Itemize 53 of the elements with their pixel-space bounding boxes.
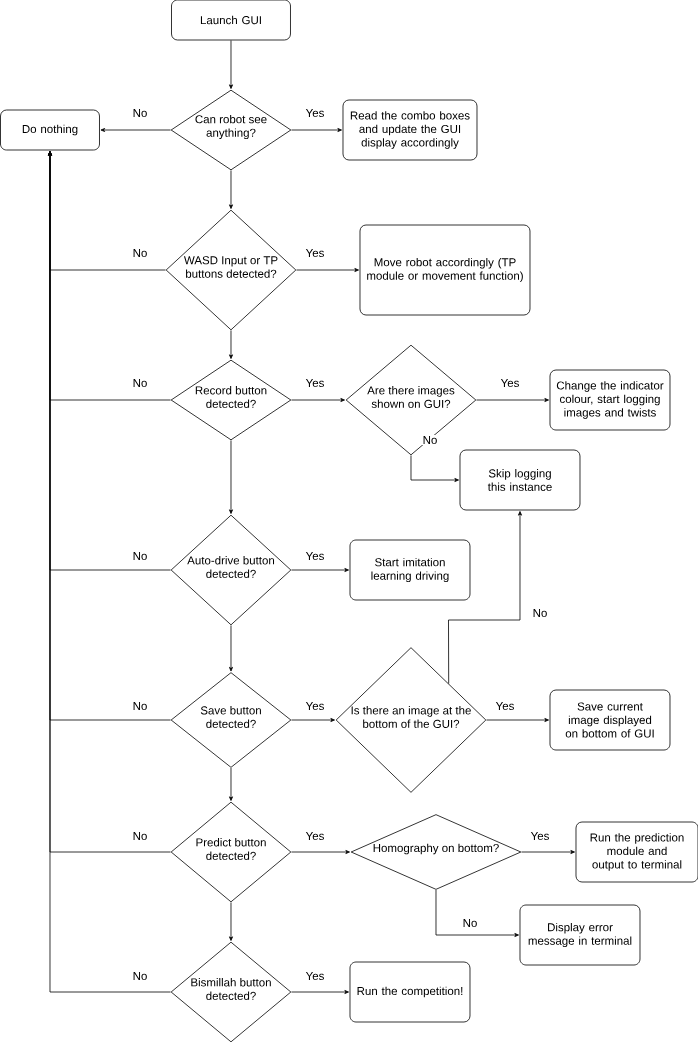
- edge-label: No: [131, 831, 149, 841]
- process-box: Launch GUI: [171, 0, 291, 41]
- arrow: [291, 718, 335, 722]
- arrow: [48, 151, 171, 993]
- arrow: [410, 455, 459, 482]
- process-box: Change the indicator colour, start logging images and twists: [549, 369, 671, 431]
- process-box: Display error message in terminal: [519, 904, 641, 966]
- edge-label: Yes: [304, 108, 326, 118]
- arrow: [296, 268, 359, 272]
- arrow: [229, 170, 233, 209]
- arrow: [476, 398, 549, 402]
- arrow: [448, 511, 522, 684]
- arrow: [521, 850, 575, 854]
- edge-label: Yes: [494, 701, 516, 711]
- edge-label: No: [131, 551, 149, 561]
- arrow: [291, 850, 350, 854]
- process-box: Run the prediction module and output to terminal: [575, 821, 698, 883]
- edge-label: No: [131, 701, 149, 711]
- arrow: [229, 440, 233, 514]
- edge-label: Yes: [304, 248, 326, 258]
- edge-label: Yes: [304, 551, 326, 561]
- arrow: [229, 767, 233, 801]
- edge-label: No: [421, 435, 439, 445]
- process-box: Start imitation learning driving: [349, 539, 471, 601]
- process-box: Do nothing: [0, 109, 100, 151]
- arrow: [486, 718, 549, 722]
- arrow: [229, 625, 233, 672]
- arrow: [229, 330, 233, 359]
- arrow: [291, 568, 349, 572]
- process-box: Read the combo boxes and update the GUI display accordingly: [342, 99, 478, 161]
- arrow: [229, 40, 233, 89]
- edge-label: Yes: [304, 378, 326, 388]
- edge-label: Yes: [529, 831, 551, 841]
- arrow: [291, 128, 342, 132]
- arrow: [100, 128, 171, 132]
- edge-label: No: [531, 608, 549, 618]
- edge-label: Yes: [304, 701, 326, 711]
- edge-label: Yes: [499, 378, 521, 388]
- edge-label: No: [131, 248, 149, 258]
- process-box: Run the competition!: [349, 961, 471, 1023]
- edge-label: No: [131, 971, 149, 981]
- process-box: Save current image displayed on bottom of GUI: [549, 689, 671, 751]
- edge-label: No: [461, 918, 479, 928]
- edge-label: No: [131, 378, 149, 388]
- edge-label: No: [131, 108, 149, 118]
- process-box: Skip logging this instance: [459, 449, 581, 511]
- arrow: [291, 398, 345, 402]
- edge-label: Yes: [304, 971, 326, 981]
- arrow: [291, 990, 349, 994]
- edge-label: Yes: [304, 831, 326, 841]
- arrow: [229, 902, 233, 941]
- process-box: Move robot accordingly (TP module or movement function): [359, 224, 531, 316]
- arrow: [435, 889, 519, 937]
